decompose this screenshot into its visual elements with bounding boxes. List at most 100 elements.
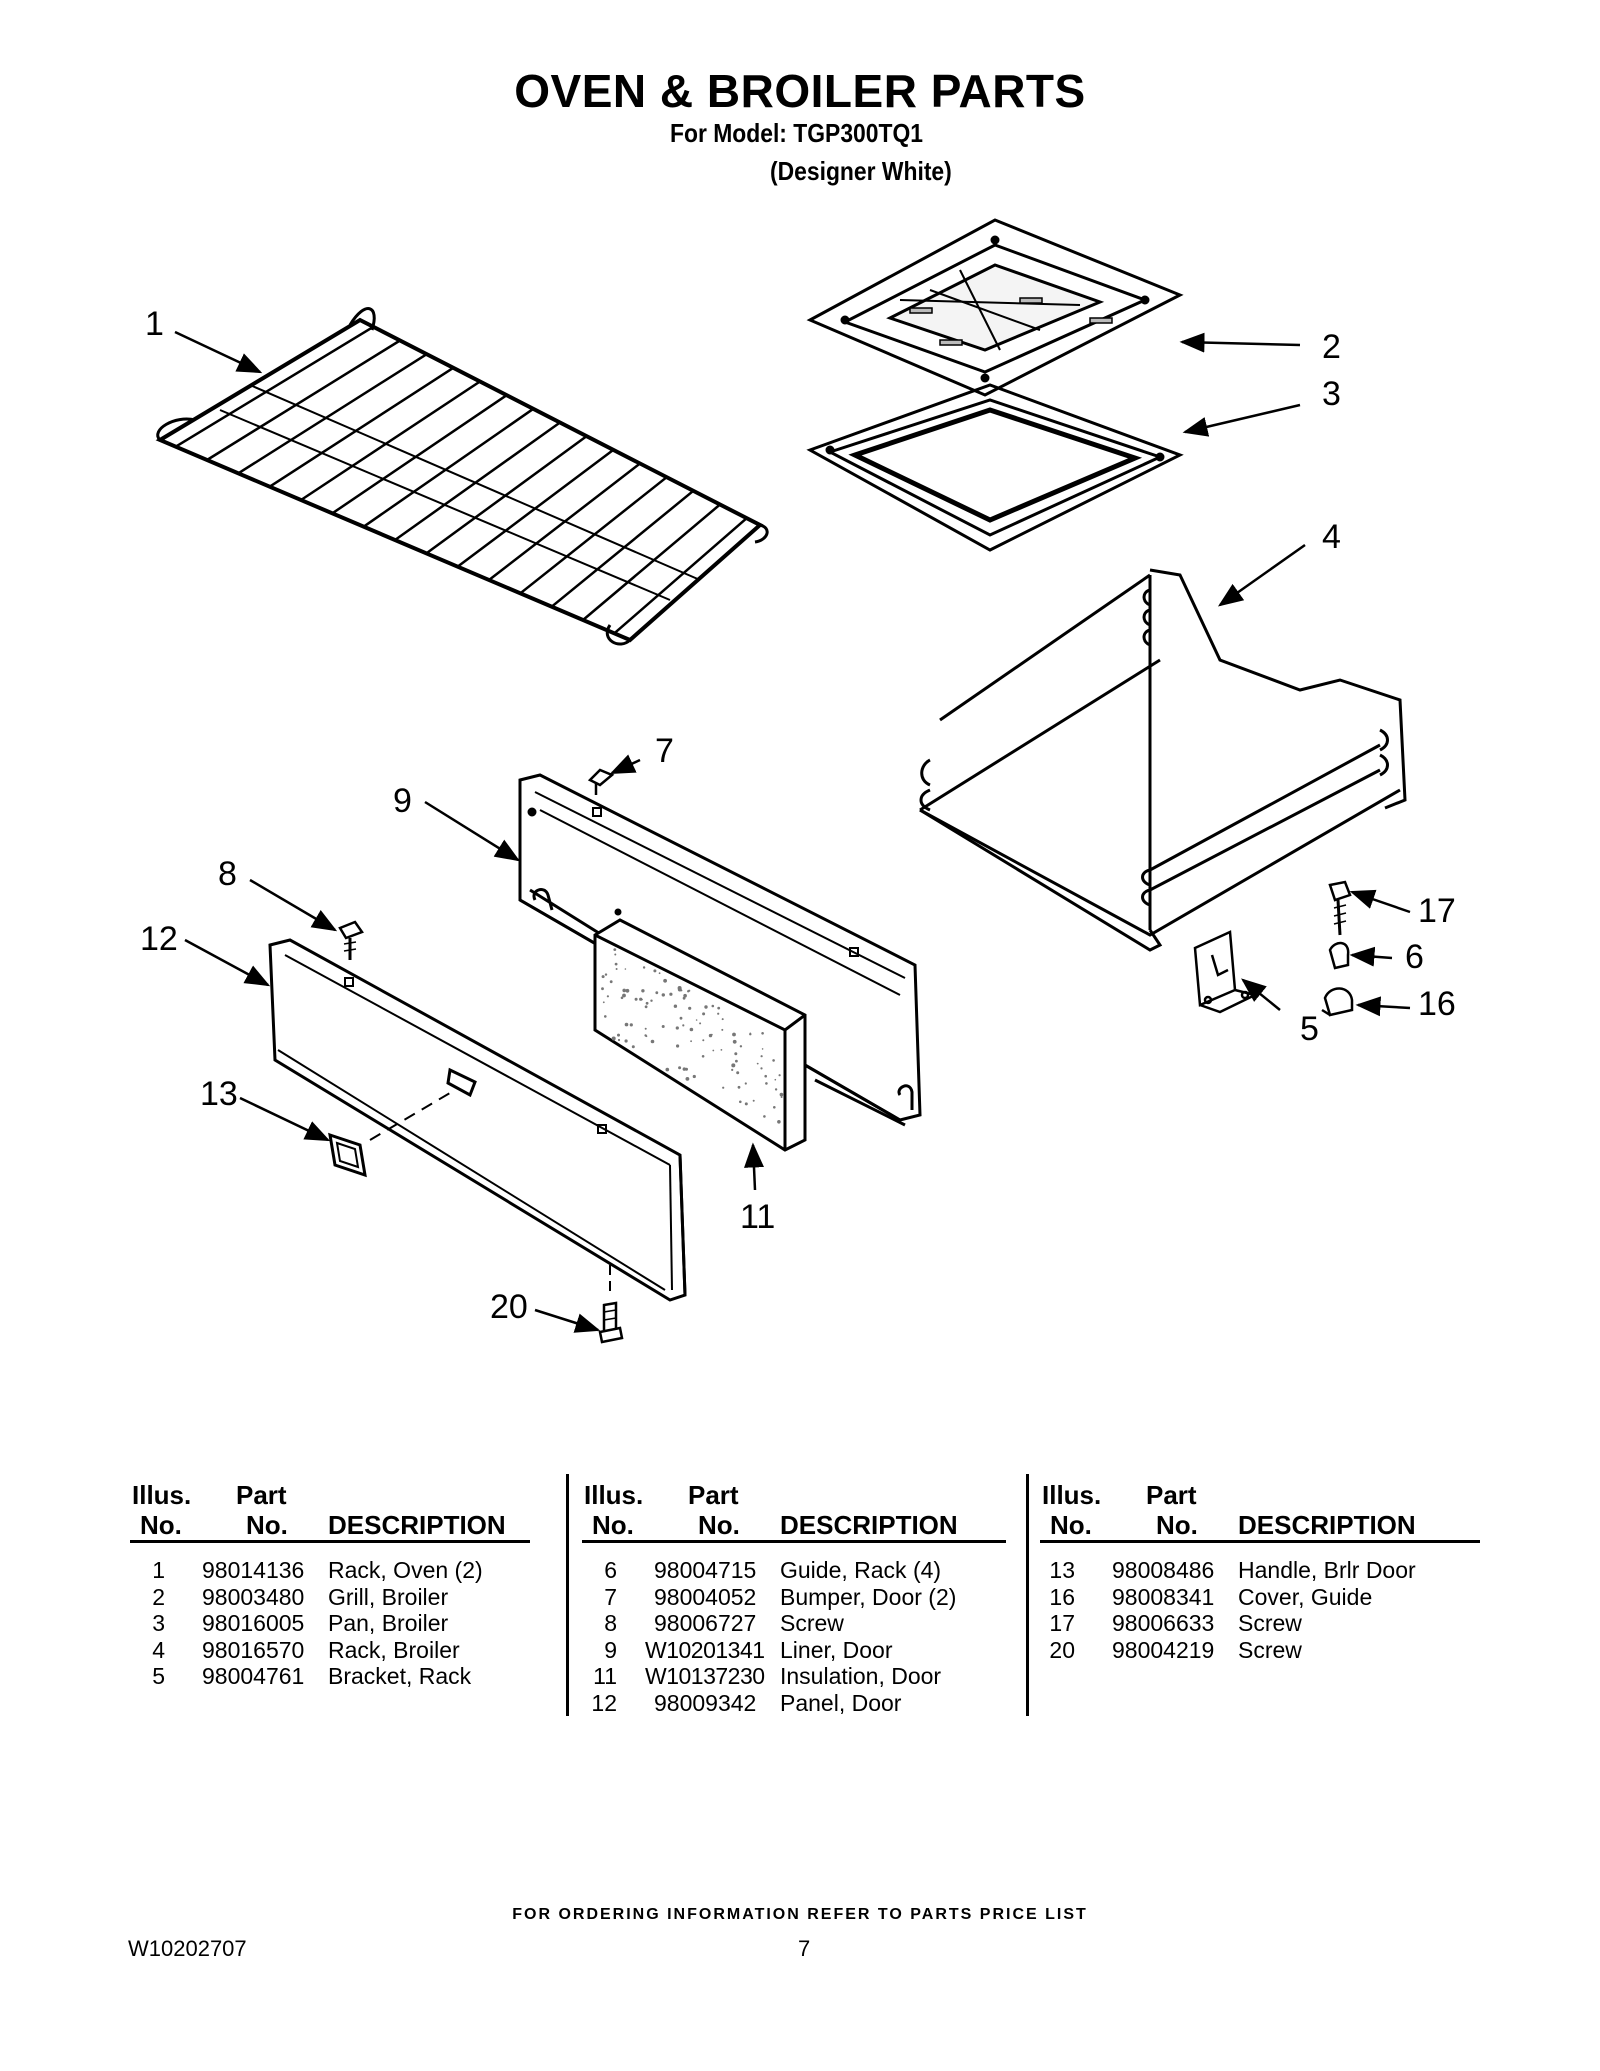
leader-lines [174,330,1411,1333]
insulation-speck [613,948,617,951]
insulation-speck [765,1082,768,1085]
insulation-speck [737,1085,741,1089]
callout-1: 1 [145,305,164,343]
insulation-speck [779,1092,784,1097]
insulation-speck [661,993,665,997]
insulation-speck [736,1071,740,1075]
model-variant: (Designer White) [770,156,952,186]
rack-rung [362,407,535,528]
insulation-speck [721,1018,724,1021]
insulation-speck [673,1004,678,1008]
callout-16: 16 [1418,985,1456,1023]
insulation-speck [663,978,667,983]
insulation-speck [653,969,657,973]
rack-rung [268,366,455,488]
door-liner-drawing [518,773,922,1127]
insulation-speck [629,1023,633,1027]
insulation-speck [615,968,618,970]
insulation-speck [620,996,624,1000]
callout-8: 8 [218,855,237,893]
table-header: Illus. No. Part No. DESCRIPTION [130,1468,530,1543]
insulation-speck [760,1055,763,1058]
insulation-speck [702,1012,706,1016]
insulation-speck [731,1068,734,1071]
header-part-no: No. [1156,1510,1198,1540]
rack-rung [175,325,374,448]
insulation-speck [682,1024,685,1027]
insulation-speck [677,986,682,990]
insulation-speck [624,968,627,970]
rack-rung [519,476,668,595]
broiler-rack-drawing [919,568,1407,952]
door-panel-drawing [268,938,687,1302]
header-illus: Illus. [584,1480,644,1510]
insulation-speck [601,987,604,991]
insulation-speck [678,1066,682,1070]
bumper-drawing [587,768,615,795]
insulation-speck [622,988,626,993]
insulation-speck [641,989,645,993]
insulation-speck [650,999,653,1002]
insulation-speck [655,991,659,995]
insulation-speck [644,1027,647,1030]
insulation-speck [712,1049,715,1052]
header-part-no: No. [698,1510,740,1540]
insulation-speck [756,1062,759,1065]
insulation-speck [721,1028,724,1031]
exploded-parts-diagram: 1 2 3 4 5 6 7 8 9 11 12 13 16 17 20 [140,218,1456,1344]
insulation-speck [665,1067,670,1072]
insulation-speck [658,972,661,975]
insulation-speck [695,1019,698,1021]
header-part: Part [688,1480,739,1510]
rack-rung [582,503,721,621]
page-title: OVEN & BROILER PARTS [514,65,1086,117]
insulation-speck [622,993,626,998]
header-part: Part [1146,1480,1197,1510]
header-part-no: No. [246,1510,288,1540]
header-description: DESCRIPTION [780,1510,958,1540]
callout-2: 2 [1322,328,1341,366]
header-part: Part [236,1480,287,1510]
header-illus: Illus. [1042,1480,1102,1510]
insulation-speck [774,1088,778,1091]
screw-8-drawing [338,920,364,960]
insulation-speck [606,995,610,998]
rack-rung [613,517,748,635]
broiler-grill-drawing [806,218,1184,397]
callout-12: 12 [140,920,178,958]
callout-3: 3 [1322,375,1341,413]
insulation-speck [722,1086,725,1089]
insulation-speck [617,1038,621,1042]
insulation-speck [761,1032,764,1035]
insulation-speck [683,993,687,998]
insulation-speck [732,1039,737,1044]
rack-rung [300,380,481,502]
header-description: DESCRIPTION [1238,1510,1416,1540]
insulation-speck [773,1106,776,1109]
insulation-speck [692,1074,696,1079]
insulation-speck [685,1077,690,1081]
insulation-speck [609,980,613,984]
small-hardware-drawing [1321,880,1354,1017]
insulation-speck [689,1027,694,1032]
callout-13: 13 [200,1075,238,1113]
rack-rung [237,353,428,475]
insulation-speck [774,1078,777,1081]
handle-drawing [328,1089,456,1178]
callout-17: 17 [1418,892,1456,930]
insulation-speck [614,962,618,966]
rack-rung [331,394,508,515]
insulation-speck [631,1045,635,1049]
rack-rung [425,435,588,555]
callout-7: 7 [655,732,674,770]
insulation-speck [661,1025,665,1028]
insulation-speck [749,1033,752,1036]
insulation-speck [764,1074,767,1078]
insulation-speck [711,1004,715,1008]
